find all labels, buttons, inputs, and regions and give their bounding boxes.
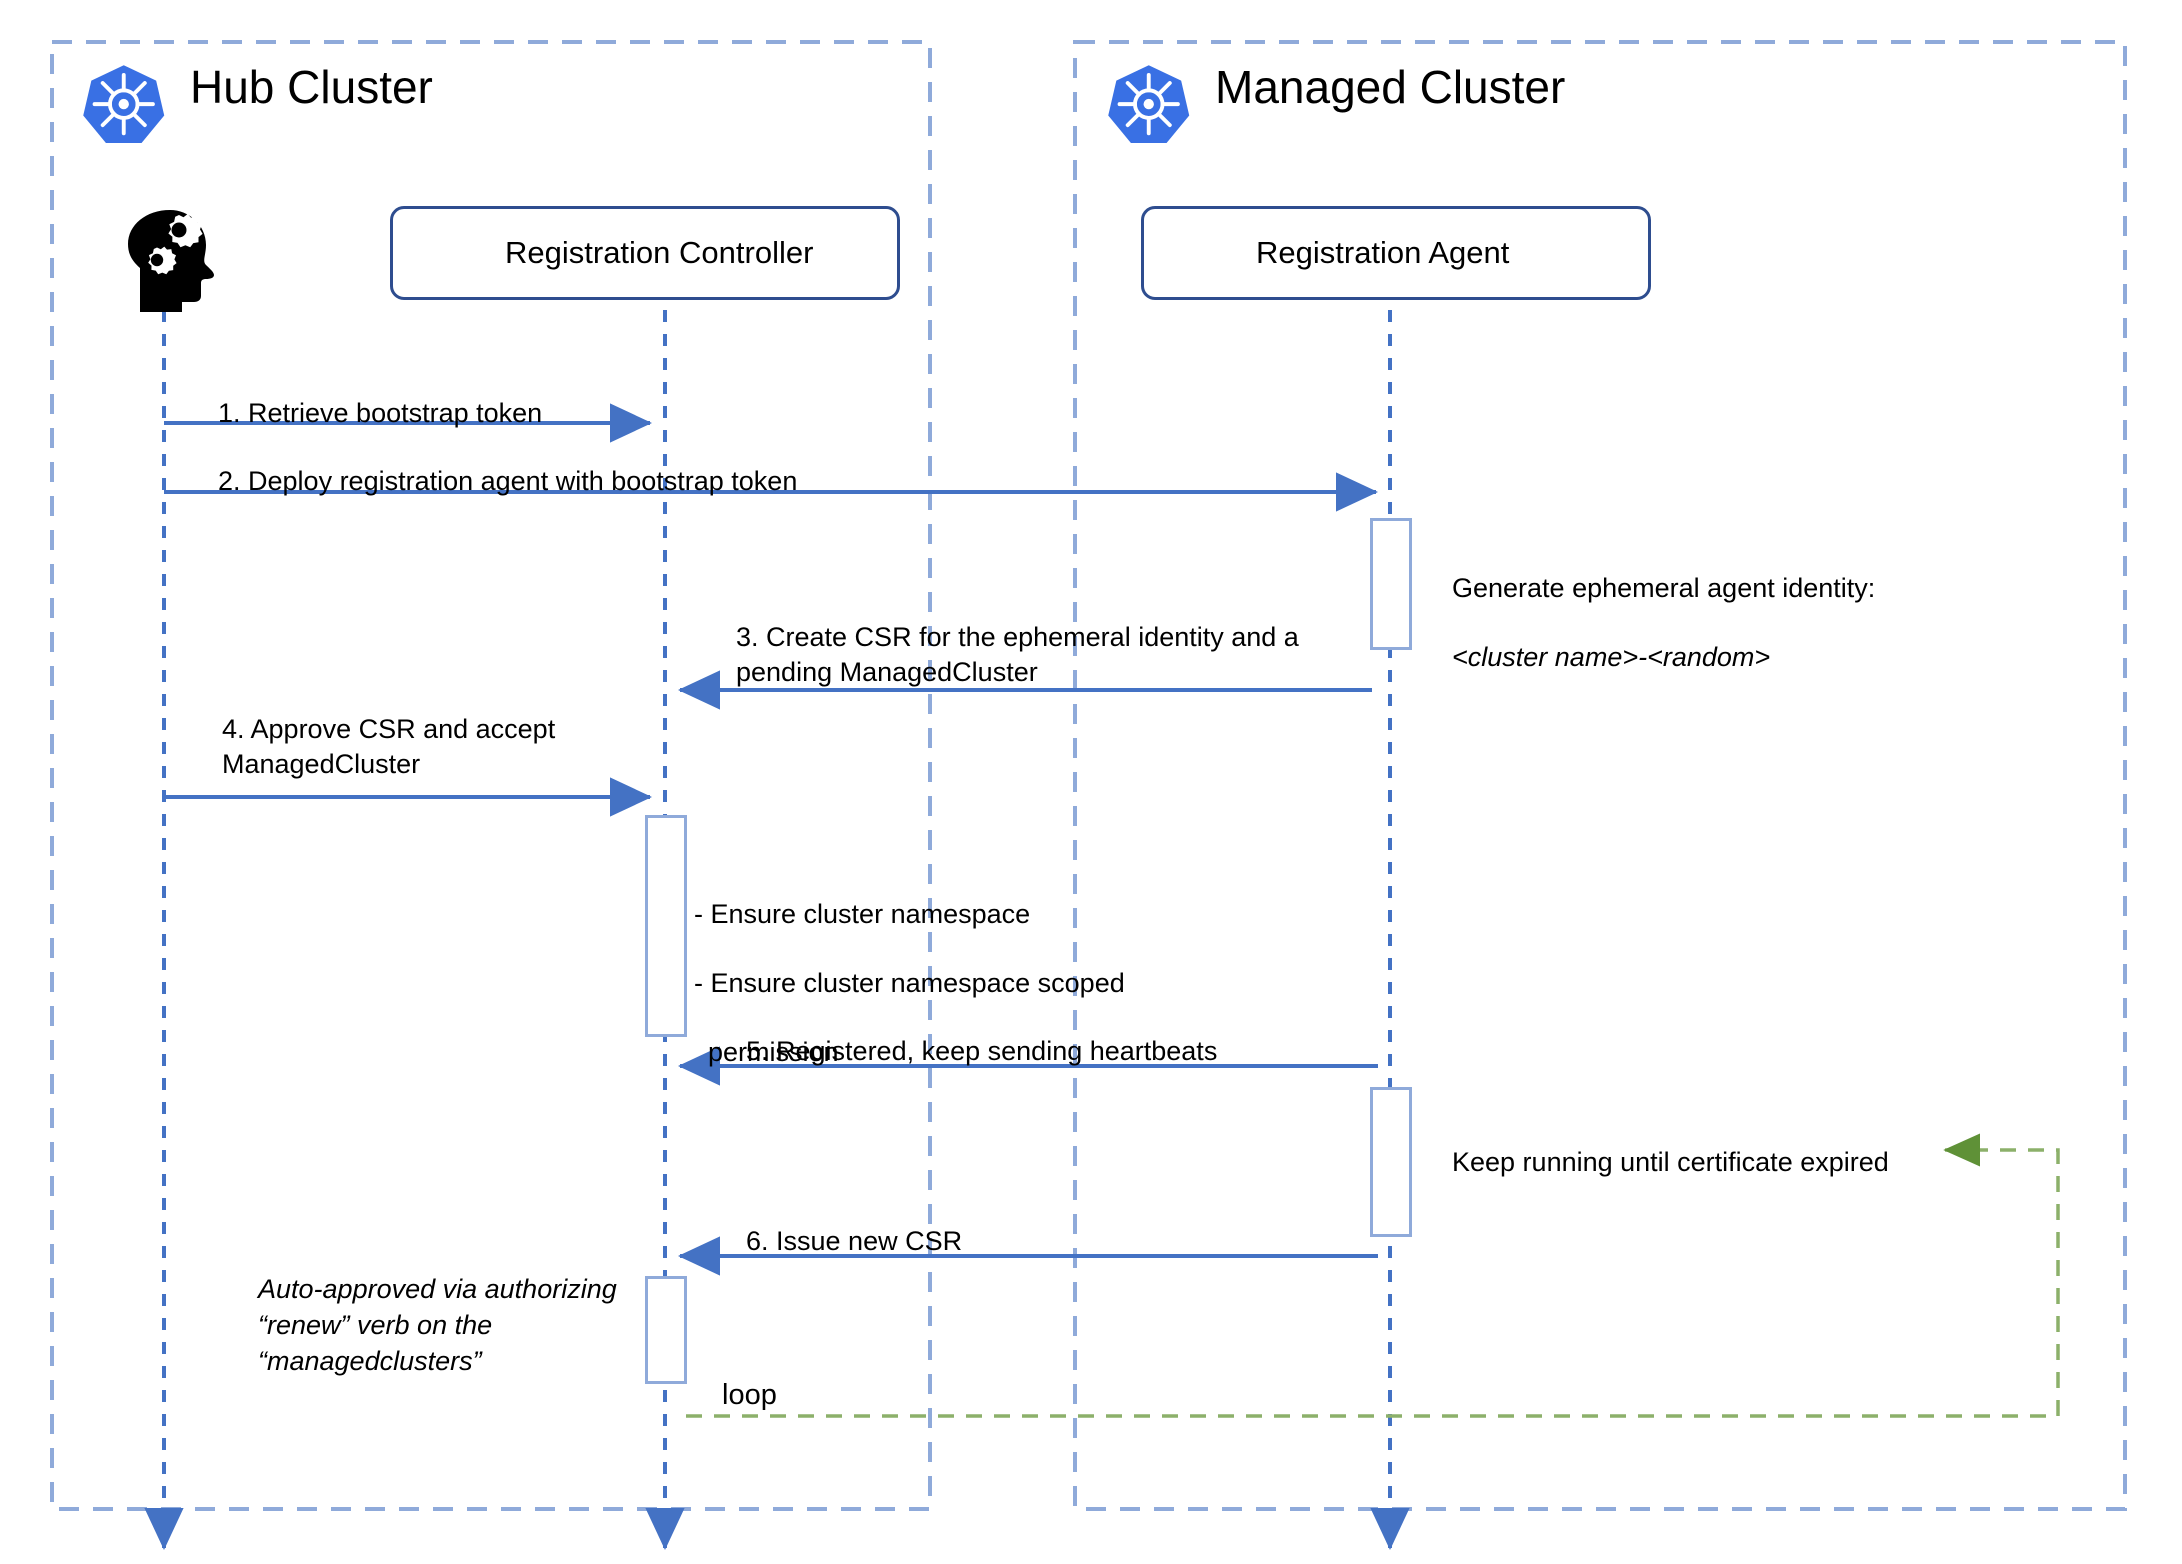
message-label-3: 3. Create CSR for the ephemeral identity… xyxy=(736,622,1299,687)
note-ephemeral-identity: Generate ephemeral agent identity: <clus… xyxy=(1452,536,1972,709)
note-ensure-namespace: - Ensure cluster namespace - Ensure clus… xyxy=(694,862,1254,1104)
kubernetes-icon-hub xyxy=(83,65,165,143)
note-ensure-namespace-line1: - Ensure cluster namespace xyxy=(694,898,1031,929)
message-label-2: 2. Deploy registration agent with bootst… xyxy=(218,466,798,496)
loop-label: loop xyxy=(722,1379,777,1411)
activation-agent-1 xyxy=(1370,518,1412,650)
note-ensure-namespace-line3: permission xyxy=(708,1036,839,1067)
note-ensure-namespace-line2: - Ensure cluster namespace scoped xyxy=(694,967,1125,998)
note-keep-running: Keep running until certificate expired xyxy=(1452,1147,1889,1177)
note-ephemeral-identity-line2: <cluster name>-<random> xyxy=(1452,641,1771,672)
message-label-6: 6. Issue new CSR xyxy=(746,1226,963,1256)
participant-label-agent: Registration Agent xyxy=(1256,235,1510,270)
participant-registration-controller[interactable]: Registration Controller xyxy=(390,206,900,300)
activation-agent-2 xyxy=(1370,1087,1412,1237)
note-auto-approved: Auto-approved via authorizing “renew” ve… xyxy=(258,1274,617,1376)
message-label-1: 1. Retrieve bootstrap token xyxy=(218,398,543,428)
participant-registration-agent[interactable]: Registration Agent xyxy=(1141,206,1651,300)
hub-cluster-title: Hub Cluster xyxy=(190,61,433,113)
kubernetes-icon-managed xyxy=(1108,65,1190,143)
ocm-icon-controller-slot xyxy=(415,217,487,289)
message-label-4: 4. Approve CSR and accept ManagedCluster xyxy=(222,714,556,779)
activation-controller-1 xyxy=(645,815,687,1037)
participant-label-controller: Registration Controller xyxy=(505,235,814,270)
head-with-gears-icon xyxy=(128,210,214,312)
ocm-icon-agent-slot xyxy=(1166,217,1238,289)
activation-controller-2 xyxy=(645,1276,687,1384)
message-label-5: 5. Registered, keep sending heartbeats xyxy=(746,1036,1218,1066)
note-ephemeral-identity-line1: Generate ephemeral agent identity: xyxy=(1452,572,1876,603)
managed-cluster-title: Managed Cluster xyxy=(1215,61,1566,113)
